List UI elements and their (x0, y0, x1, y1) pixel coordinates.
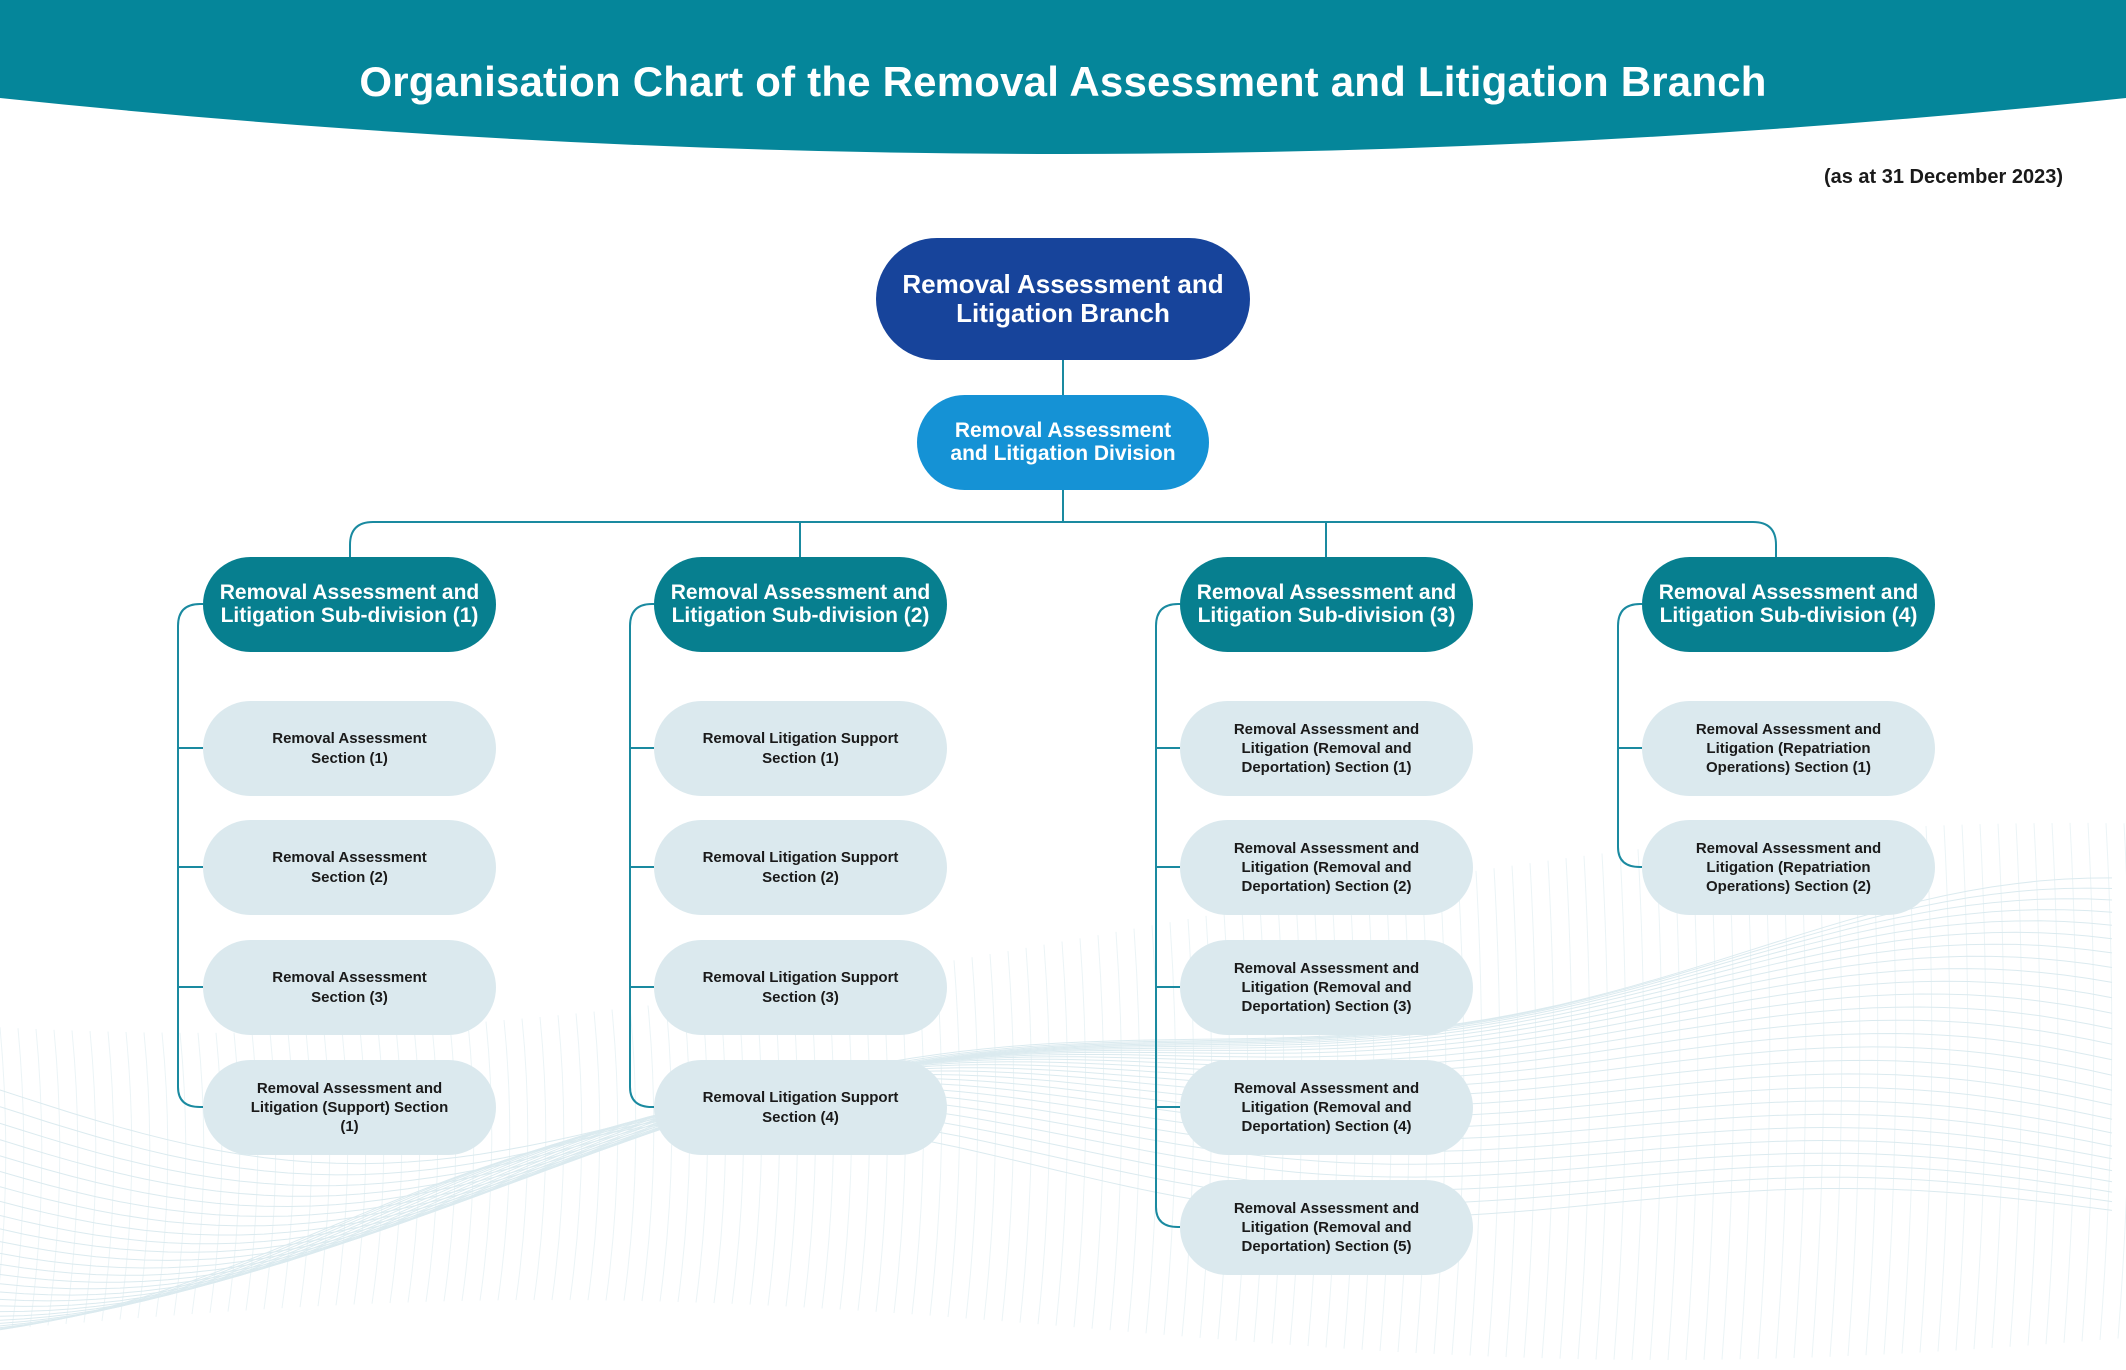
section-label: Removal Assessment and Litigation (Remov… (1233, 959, 1420, 1016)
section-label: Removal Assessment and Litigation (Remov… (1233, 1199, 1420, 1256)
section-node: Removal Assessment and Litigation (Repat… (1642, 701, 1935, 796)
section-node: Removal Assessment and Litigation (Suppo… (203, 1060, 496, 1155)
section-label: Removal Litigation Support Section (2) (702, 849, 899, 886)
page-title: Organisation Chart of the Removal Assess… (359, 58, 1767, 105)
section-node: Removal Assessment and Litigation (Remov… (1180, 940, 1473, 1035)
section-node: Removal Assessment and Litigation (Remov… (1180, 820, 1473, 915)
section-node: Removal Assessment and Litigation (Remov… (1180, 1060, 1473, 1155)
subdivision-label: Removal Assessment and Litigation Sub-di… (670, 580, 931, 627)
subdivision-node-1: Removal Assessment and Litigation Sub-di… (203, 557, 496, 652)
connector-line (177, 603, 203, 1108)
subdivision-node-4: Removal Assessment and Litigation Sub-di… (1642, 557, 1935, 652)
header-band (0, 0, 2126, 154)
branch-label: Removal Assessment and Litigation Branch (902, 268, 1224, 328)
division-label: Removal Assessment and Litigation Divisi… (950, 418, 1176, 465)
section-node: Removal Litigation Support Section (1) (654, 701, 947, 796)
section-label: Removal Litigation Support Section (3) (702, 969, 899, 1006)
section-label: Removal Assessment Section (1) (272, 730, 427, 767)
subdivision-label: Removal Assessment and Litigation Sub-di… (219, 580, 480, 627)
section-node: Removal Assessment Section (2) (203, 820, 496, 915)
connector-line (1617, 603, 1642, 868)
division-node: Removal Assessment and Litigation Divisi… (917, 395, 1209, 490)
subdivision-node-3: Removal Assessment and Litigation Sub-di… (1180, 557, 1473, 652)
connector-line (349, 521, 1777, 557)
section-node: Removal Litigation Support Section (4) (654, 1060, 947, 1155)
section-label: Removal Assessment and Litigation (Remov… (1233, 1079, 1420, 1136)
section-node: Removal Assessment and Litigation (Remov… (1180, 701, 1473, 796)
section-label: Removal Litigation Support Section (4) (702, 1089, 899, 1126)
subdivision-node-2: Removal Assessment and Litigation Sub-di… (654, 557, 947, 652)
branch-node: Removal Assessment and Litigation Branch (876, 238, 1250, 360)
section-label: Removal Assessment and Litigation (Repat… (1695, 839, 1882, 896)
subdivision-label: Removal Assessment and Litigation Sub-di… (1196, 580, 1457, 627)
section-label: Removal Assessment and Litigation (Repat… (1695, 720, 1882, 777)
section-label: Removal Assessment and Litigation (Remov… (1233, 839, 1420, 896)
section-node: Removal Litigation Support Section (2) (654, 820, 947, 915)
section-node: Removal Assessment and Litigation (Remov… (1180, 1180, 1473, 1275)
section-label: Removal Assessment and Litigation (Suppo… (250, 1079, 449, 1136)
section-node: Removal Litigation Support Section (3) (654, 940, 947, 1035)
section-label: Removal Assessment and Litigation (Remov… (1233, 720, 1420, 777)
connector-line (1155, 603, 1180, 1228)
connector-line (629, 603, 654, 1108)
section-label: Removal Assessment Section (2) (272, 849, 427, 886)
subdivision-label: Removal Assessment and Litigation Sub-di… (1658, 580, 1919, 627)
section-label: Removal Assessment Section (3) (272, 969, 427, 1006)
section-node: Removal Assessment and Litigation (Repat… (1642, 820, 1935, 915)
section-label: Removal Litigation Support Section (1) (702, 730, 899, 767)
section-node: Removal Assessment Section (1) (203, 701, 496, 796)
as-at-date: (as at 31 December 2023) (1823, 166, 2063, 188)
section-node: Removal Assessment Section (3) (203, 940, 496, 1035)
